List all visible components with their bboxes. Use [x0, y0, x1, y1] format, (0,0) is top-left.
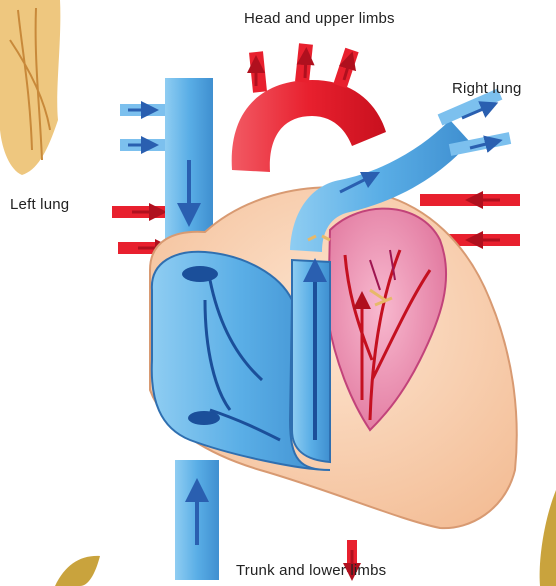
label-trunk-lower-limbs: Trunk and lower limbs [236, 562, 386, 579]
label-left-lung: Left lung [10, 196, 69, 213]
decorative-leaf-bottom-left [55, 556, 100, 586]
decorative-lung-top-left [0, 0, 60, 175]
decorative-leaf-bottom-right [540, 490, 556, 586]
label-right-lung: Right lung [452, 80, 522, 97]
right-heart-chambers [152, 236, 330, 470]
label-head-upper-limbs: Head and upper limbs [244, 10, 395, 27]
aorta [232, 44, 386, 172]
